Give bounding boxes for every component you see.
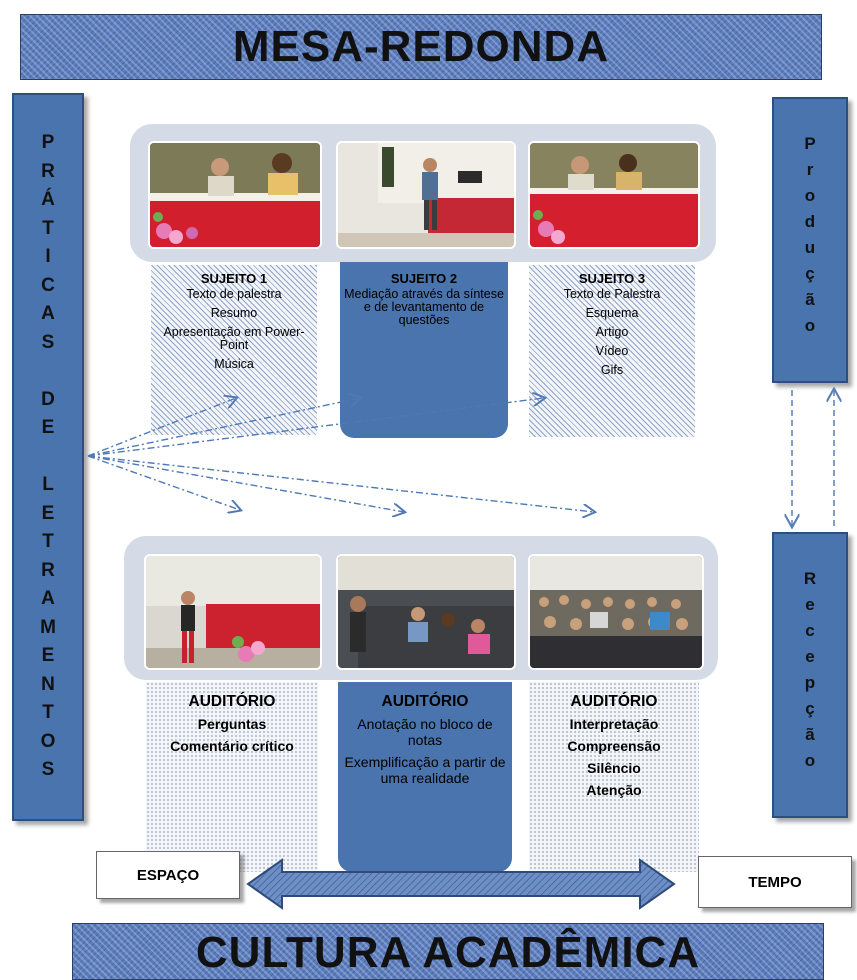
- bar-letter: o: [804, 186, 816, 205]
- bar-letter: T: [42, 531, 54, 552]
- subject-item: Mediação através da síntese e de levanta…: [344, 287, 504, 327]
- bar-letter: T: [42, 702, 54, 723]
- subject-heading: SUJEITO 1: [200, 271, 268, 286]
- bar-letter: r: [806, 160, 814, 179]
- title-banner-top: MESA-REDONDA: [20, 14, 822, 80]
- bar-letter: ç: [805, 264, 815, 283]
- bar-letter: S: [41, 331, 55, 353]
- arrow-to-subject-3: [87, 398, 544, 457]
- subject-item: Texto de palestra: [186, 287, 282, 301]
- title-banner-bottom: CULTURA ACADÊMICA: [72, 923, 824, 980]
- bar-letter: P: [41, 132, 55, 153]
- audience-item: Atenção: [586, 782, 642, 798]
- arrow-to-audience-3: [87, 455, 594, 512]
- bar-letter: ã: [805, 725, 815, 744]
- bar-letter: E: [41, 645, 55, 666]
- space-label-box: ESPAÇO: [96, 851, 240, 899]
- bar-letter: L: [42, 474, 54, 495]
- audience-heading: AUDITÓRIO: [570, 693, 658, 710]
- audience-notes-photo: [336, 554, 516, 670]
- bar-letter: e: [805, 595, 815, 614]
- bar-letter: c: [805, 621, 815, 640]
- bar-letter: Á: [41, 189, 55, 210]
- arrow-to-subject-2: [87, 398, 360, 457]
- bar-letter: S: [41, 759, 55, 780]
- subject-item: Apresentação em Power-Point: [163, 325, 305, 352]
- subject-item: Artigo: [595, 325, 629, 339]
- time-label-box: TEMPO: [698, 856, 852, 908]
- subject-heading: SUJEITO 2: [390, 271, 458, 286]
- bar-letter: I: [45, 246, 51, 267]
- subject-item: Texto de Palestra: [563, 287, 661, 301]
- bar-letter: p: [804, 673, 816, 692]
- bar-letter: ã: [805, 290, 815, 309]
- audience-item: Anotação no bloco de notas: [357, 716, 493, 748]
- bar-letter: e: [805, 647, 815, 666]
- subject-item: Resumo: [210, 306, 258, 320]
- audience-item: Interpretação: [569, 716, 659, 732]
- audience-question-photo: [144, 554, 322, 670]
- bar-letter: C: [41, 274, 55, 296]
- bar-letter: R: [41, 559, 55, 581]
- bar-letter: d: [804, 212, 816, 231]
- subject-item: Esquema: [585, 306, 639, 320]
- audience-item: Perguntas: [197, 716, 267, 732]
- bar-letter: o: [804, 316, 816, 335]
- subject-item: Vídeo: [595, 344, 629, 358]
- bar-letter: E: [41, 502, 55, 524]
- audience-2-box: [338, 682, 512, 872]
- audience-item: Compreensão: [567, 738, 661, 754]
- subject-item: Gifs: [600, 363, 624, 377]
- bar-letter: u: [804, 238, 816, 257]
- audience-item: Exemplificação a partir de uma realidade: [344, 754, 506, 786]
- bar-letter: O: [40, 730, 56, 752]
- subject-2-box: [340, 262, 508, 438]
- audience-item: Comentário crítico: [170, 738, 294, 754]
- bar-letter: R: [41, 160, 55, 182]
- round-table-speakers-photo: [148, 141, 322, 249]
- bar-letter: D: [41, 388, 55, 410]
- audience-heading: AUDITÓRIO: [188, 693, 276, 710]
- auditorium-audience-photo: [528, 554, 704, 670]
- bar-letter: A: [41, 588, 55, 609]
- bar-letter: o: [804, 751, 816, 770]
- audience-heading: AUDITÓRIO: [381, 693, 469, 710]
- speaker-standing-photo: [336, 141, 516, 249]
- subject-3-box: [529, 265, 695, 437]
- subject-item: Música: [214, 357, 254, 371]
- audience-3-box: [529, 682, 699, 872]
- bar-letter: R: [803, 569, 817, 588]
- arrow-to-subject-1: [87, 398, 236, 457]
- double-arrow-space-time: [246, 858, 676, 910]
- bar-letter: T: [42, 217, 54, 239]
- audience-item: Silêncio: [587, 760, 641, 776]
- arrow-to-audience-1: [87, 455, 240, 510]
- subject-heading: SUJEITO 3: [578, 271, 646, 286]
- bar-letter: P: [804, 134, 816, 153]
- bar-letter: E: [41, 417, 55, 438]
- bar-letter: M: [40, 616, 56, 638]
- round-table-speakers-photo-2: [528, 141, 700, 249]
- bar-letter: A: [41, 303, 55, 324]
- arrow-to-audience-2: [87, 455, 404, 512]
- bar-letter: ç: [805, 699, 815, 718]
- bar-letter: N: [41, 673, 55, 695]
- audience-1-box: [146, 682, 318, 872]
